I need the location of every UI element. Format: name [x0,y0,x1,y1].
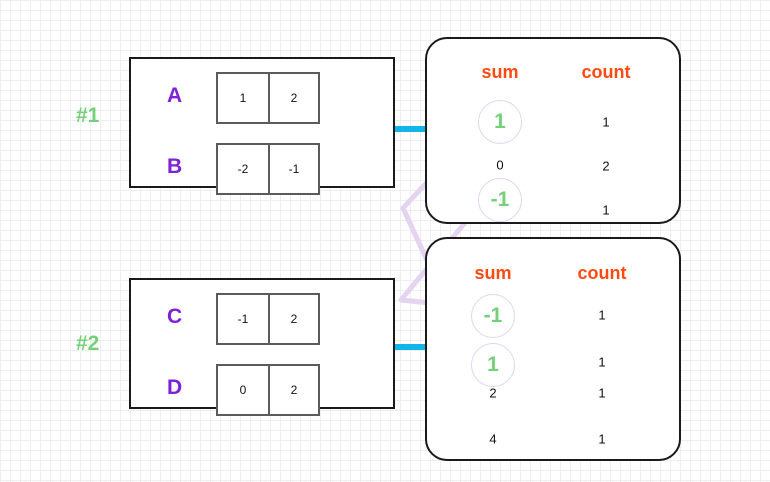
table2-header-sum: sum [474,263,512,283]
highlight-ring [478,100,522,144]
value-cell: 2 [268,366,318,414]
group-row-label-A: A [167,84,183,107]
table2-sum-value: 2 [489,385,497,401]
table2-header-count: count [577,263,627,283]
index-tag-group-2: #2 [76,332,100,355]
group-row-label-D: D [167,376,183,399]
table1-sum-value: -1 [490,188,510,211]
value-cell: -2 [237,162,249,176]
value-cell: 0 [239,383,247,397]
table1-header-sum: sum [481,62,519,82]
table2-count-value: 1 [598,354,606,370]
group-panel-2: C -1 2 D 0 2 [129,278,395,416]
highlight-ring [478,178,522,222]
value-pair-D: 0 2 [216,364,320,416]
value-cell: -1 [268,145,318,193]
aggregation-table-2: sum count -1 1 1 1 2 1 4 1 [425,237,681,461]
group-row-label-B: B [167,155,183,178]
value-cell: -1 [237,312,249,326]
value-cell: 2 [268,74,318,122]
table1-count-value: 1 [602,114,610,130]
value-pair-C: -1 2 [216,293,320,345]
table1-count-value: 1 [602,202,610,218]
table2-count-value: 1 [598,431,606,447]
table2-count-value: 1 [598,307,606,323]
group-row-label-C: C [167,305,183,328]
table2-sum-value: -1 [483,304,503,327]
table1-header-count: count [581,62,631,82]
table2-sum-value: 1 [487,353,499,376]
table2-count-value: 1 [598,385,606,401]
aggregation-table-1: sum count 1 1 0 2 -1 1 [425,37,681,224]
highlight-ring [471,343,515,387]
table1-sum-value: 1 [494,110,506,133]
table1-sum-value: 0 [496,157,504,173]
value-pair-A: 1 2 [216,72,320,124]
value-cell: 1 [239,91,247,105]
table1-count-value: 2 [602,158,610,174]
table2-sum-value: 4 [489,431,497,447]
index-tag-group-1: #1 [76,104,100,127]
highlight-ring [471,294,515,338]
value-cell: 2 [268,295,318,343]
value-pair-B: -2 -1 [216,143,320,195]
group-panel-1: A 1 2 B -2 -1 [129,57,395,195]
